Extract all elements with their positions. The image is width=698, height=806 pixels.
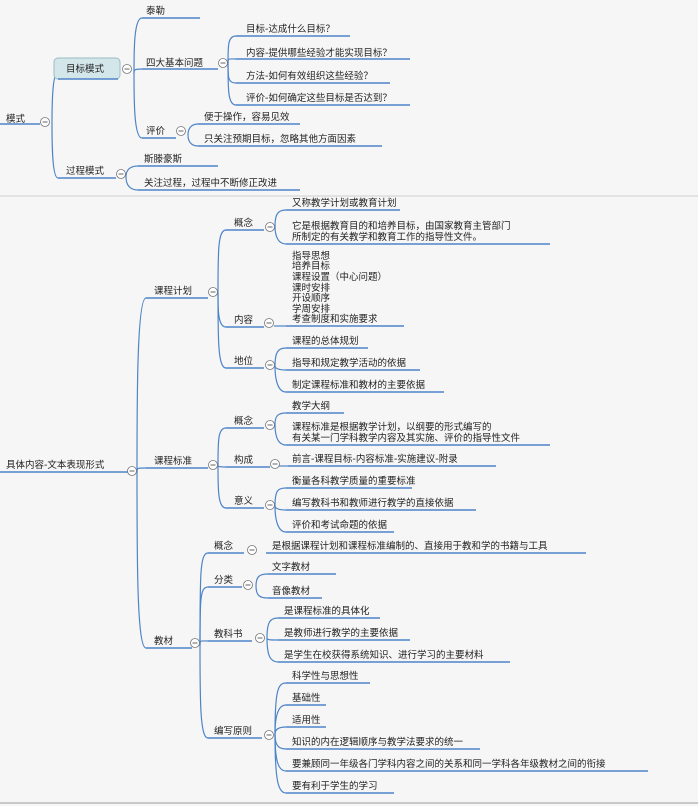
node-moshi[interactable]: 模式 — [6, 113, 26, 125]
node-wenti-mubiao[interactable]: 目标-达成什么目标？ — [246, 23, 335, 35]
node-bianxie-yuanze[interactable]: 编写原则 — [214, 725, 252, 737]
node-jh-gainian[interactable]: 概念 — [234, 217, 254, 229]
node-jh-nr-4[interactable]: 课时安排 — [292, 282, 331, 294]
node-jh-nr-5[interactable]: 开设顺序 — [292, 292, 331, 304]
node-bz-yy-2[interactable]: 编写教科书和教师进行教学的直接依据 — [292, 497, 454, 509]
collapse-toggle-pingjia[interactable] — [176, 126, 186, 136]
collapse-toggle-bz-goucheng[interactable] — [270, 459, 280, 469]
node-taiyong[interactable]: 泰勒 — [146, 5, 165, 17]
collapse-toggle-jh-diwei[interactable] — [265, 360, 275, 370]
node-bz-yy-1[interactable]: 衡量各科教学质量的重要标准 — [292, 475, 416, 487]
node-jc-fl-2[interactable]: 音像教材 — [272, 585, 311, 597]
node-bz-gn-2b[interactable]: 有关某一门学科教学内容及其实施、评价的指导性文件 — [292, 432, 521, 444]
collapse-toggle-biaozhun[interactable] — [208, 460, 218, 470]
node-yz-3[interactable]: 适用性 — [292, 714, 321, 726]
collapse-toggle-jiaocai[interactable] — [190, 638, 200, 648]
node-jc-gainian[interactable]: 概念 — [214, 540, 234, 552]
node-bz-yy-3[interactable]: 评价和考试命题的依据 — [292, 519, 388, 531]
collapse-toggle-mubiao[interactable] — [122, 64, 132, 74]
node-bz-yiyi[interactable]: 意义 — [234, 495, 254, 507]
collapse-toggle-yuanze[interactable] — [264, 730, 274, 740]
node-jh-nr-3[interactable]: 课程设置（中心问题） — [292, 271, 387, 283]
node-yz-5[interactable]: 要兼顾同一年级各门学科内容之间的关系和同一学科各年级教材之间的衔接 — [292, 758, 606, 770]
node-jh-diwei[interactable]: 地位 — [234, 355, 254, 367]
node-mubiao-moshi[interactable]: 目标模式 — [66, 63, 105, 75]
node-bz-goucheng[interactable]: 构成 — [234, 454, 254, 466]
node-bz-gc-1[interactable]: 前言-课程目标-内容标准-实施建议-附录 — [292, 453, 458, 465]
collapse-toggle-wenti[interactable] — [218, 58, 228, 68]
node-guanzhu-guocheng[interactable]: 关注过程，过程中不断修正改进 — [144, 177, 278, 189]
node-yz-4[interactable]: 知识的内在逻辑顺序与教学法要求的统一 — [292, 736, 464, 748]
node-guocheng-moshi[interactable]: 过程模式 — [66, 165, 105, 177]
node-jks-2[interactable]: 是教师进行教学的主要依据 — [284, 627, 399, 639]
node-yz-1[interactable]: 科学性与思想性 — [292, 670, 359, 682]
node-jh-dw-1[interactable]: 课程的总体规划 — [292, 335, 359, 347]
node-jiaocai[interactable]: 教材 — [154, 635, 174, 647]
node-jc-fenlei[interactable]: 分类 — [214, 574, 234, 586]
collapse-toggle-jh-gainian[interactable] — [265, 222, 275, 232]
collapse-toggle-jihua[interactable] — [208, 287, 218, 297]
node-sige-jiben-wenti[interactable]: 四大基本问题 — [146, 57, 204, 69]
node-jh-dw-2[interactable]: 指导和规定教学活动的依据 — [292, 357, 407, 369]
node-wenti-fangfa[interactable]: 方法-如何有效组织这些经验？ — [246, 70, 373, 82]
collapse-toggle-jc-gainian[interactable] — [247, 545, 257, 555]
node-wenti-pingjia[interactable]: 评价-如何确定这些目标是否达到？ — [246, 92, 392, 104]
node-jh-nr-6[interactable]: 学周安排 — [292, 303, 331, 315]
node-jc-gn-1[interactable]: 是根据课程计划和课程标准编制的、直接用于教和学的书籍与工具 — [272, 540, 548, 552]
collapse-toggle-bz-gainian[interactable] — [265, 420, 275, 430]
node-pingjia[interactable]: 评价 — [146, 126, 166, 137]
node-jh-neirong[interactable]: 内容 — [234, 314, 254, 326]
node-jc-fl-1[interactable]: 文字教材 — [272, 561, 311, 573]
node-jiaokeshu[interactable]: 教科书 — [214, 628, 243, 640]
node-bz-gn-1[interactable]: 教学大纲 — [292, 400, 330, 412]
node-yz-6[interactable]: 要有利于学生的学习 — [292, 780, 378, 792]
node-juti-neirong[interactable]: 具体内容-文本表现形式 — [6, 459, 105, 471]
node-sitanhaosi[interactable]: 斯滕豪斯 — [144, 153, 183, 165]
node-jh-gainian-2b[interactable]: 所制定的有关教学和教育工作的指导性文件。 — [292, 231, 482, 243]
collapse-toggle-bz-yiyi[interactable] — [265, 500, 275, 510]
collapse-toggle-moshi[interactable] — [40, 117, 50, 127]
branch-juti-neirong: 具体内容-文本表现形式 课程计划 概念 又称教学计划或教育计划 它是根据教育目的… — [0, 197, 648, 794]
node-jh-nr-1[interactable]: 指导思想 — [292, 250, 331, 262]
collapse-toggle-juti[interactable] — [127, 466, 137, 476]
node-kecheng-biaozhun[interactable]: 课程标准 — [154, 455, 193, 467]
node-jh-gainian-1[interactable]: 又称教学计划或教育计划 — [292, 197, 397, 209]
collapse-toggle-jiaokeshu[interactable] — [255, 633, 265, 643]
node-pingjia-quedian[interactable]: 只关注预期目标，忽略其他方面因素 — [204, 133, 357, 145]
node-jh-nr-7[interactable]: 考查制度和实施要求 — [292, 313, 378, 325]
node-pingjia-youdian[interactable]: 便于操作，容易见效 — [204, 111, 290, 123]
collapse-toggle-jc-fenlei[interactable] — [243, 580, 253, 590]
collapse-toggle-guocheng[interactable] — [116, 169, 126, 179]
node-kecheng-jihua[interactable]: 课程计划 — [154, 285, 192, 297]
node-yz-2[interactable]: 基础性 — [292, 692, 321, 704]
node-bz-gn-2a[interactable]: 课程标准是根据教学计划，以纲要的形式编写的 — [292, 421, 492, 433]
node-jks-1[interactable]: 是课程标准的具体化 — [284, 605, 370, 617]
node-jks-3[interactable]: 是学生在校获得系统知识、进行学习的主要材料 — [284, 649, 484, 661]
node-jh-dw-3[interactable]: 制定课程标准和教材的主要依据 — [292, 379, 426, 391]
node-bz-gainian[interactable]: 概念 — [234, 415, 254, 427]
collapse-toggle-jh-neirong[interactable] — [264, 318, 274, 328]
node-jh-gainian-2a[interactable]: 它是根据教育目的和培养目标，由国家教育主管部门 — [292, 220, 511, 232]
node-jh-nr-2[interactable]: 培养目标 — [292, 260, 331, 272]
branch-moshi: 模式 目标模式 泰勒 四大基本问题 目标-达成什么目标？ 内容-提供哪些经验才能… — [0, 5, 410, 191]
node-wenti-neirong[interactable]: 内容-提供哪些经验才能实现目标？ — [246, 47, 392, 59]
